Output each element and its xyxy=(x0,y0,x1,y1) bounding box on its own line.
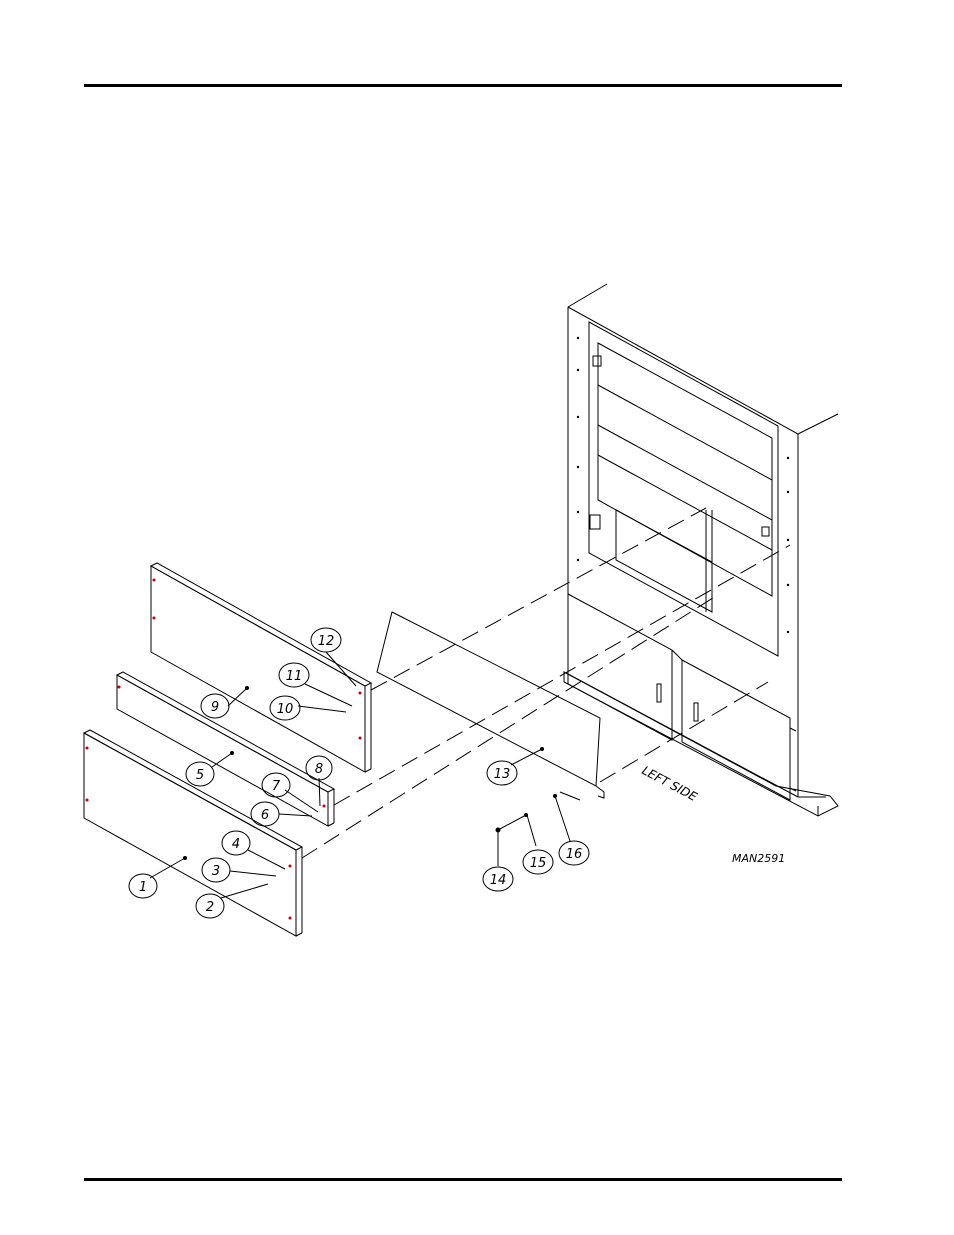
callout-12: 12 xyxy=(318,634,335,649)
drawing-id-label: MAN2591 xyxy=(732,852,785,865)
callout-14: 14 xyxy=(490,873,507,888)
callout-11: 11 xyxy=(286,669,303,684)
callout-3: 3 xyxy=(212,864,220,879)
callout-1: 1 xyxy=(139,880,147,895)
callout-4: 4 xyxy=(232,837,240,852)
callout-15: 15 xyxy=(530,856,547,871)
machine-cabinet xyxy=(564,284,838,816)
callout-13: 13 xyxy=(494,767,511,782)
callout-2: 2 xyxy=(206,900,214,915)
callout-7: 7 xyxy=(272,779,281,794)
panel-9 xyxy=(151,563,371,772)
alignment-lines xyxy=(302,508,790,858)
callout-10: 10 xyxy=(277,702,294,717)
callout-16: 16 xyxy=(566,847,583,862)
left-side-label: LEFT SIDE xyxy=(640,763,700,804)
callout-9: 9 xyxy=(211,700,219,715)
panel-5 xyxy=(117,672,334,826)
panel-1 xyxy=(84,730,302,936)
fastener-dots xyxy=(86,579,362,920)
callout-5: 5 xyxy=(196,768,204,783)
callout-6: 6 xyxy=(261,808,269,823)
callout-8: 8 xyxy=(315,762,323,777)
panel-13 xyxy=(377,612,604,798)
callout-numbers: 1 2 3 4 5 6 7 8 9 10 11 12 13 14 15 16 xyxy=(139,634,582,915)
